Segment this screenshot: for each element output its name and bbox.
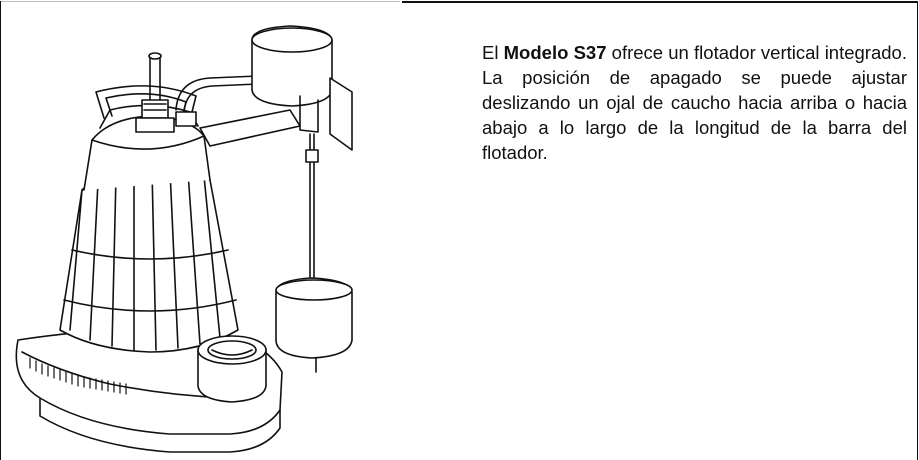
sump-pump-illustration-icon — [15, 25, 353, 453]
top-border-right — [402, 1, 917, 3]
float-bracket — [175, 75, 301, 147]
discharge-pipe — [135, 52, 175, 133]
right-border — [917, 1, 918, 460]
description-lead: El — [482, 42, 504, 63]
float-switch-housing — [251, 25, 353, 151]
description-body: ofrece un flotador vertical integrado. L… — [482, 42, 907, 163]
left-border — [0, 1, 1, 460]
model-name: Modelo S37 — [503, 42, 607, 63]
pump-body — [59, 85, 239, 353]
float-ball — [275, 277, 353, 373]
top-border-left — [0, 1, 400, 2]
float-rod — [305, 133, 319, 283]
product-description: El Modelo S37 ofrece un flotador vertica… — [482, 40, 907, 165]
discharge-outlet — [197, 335, 267, 403]
